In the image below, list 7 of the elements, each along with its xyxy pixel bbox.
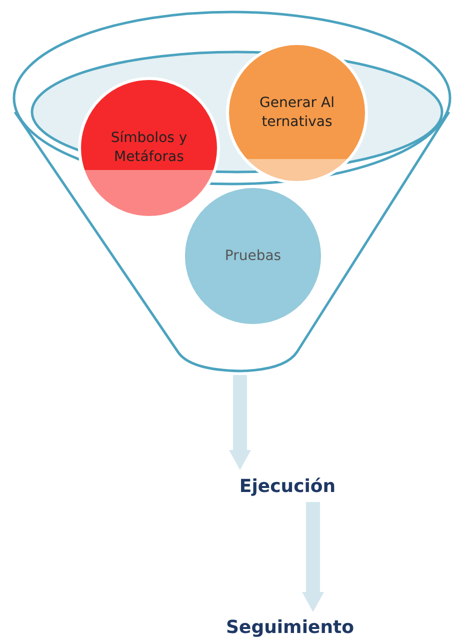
circle-label: Símbolos y Metáforas [110, 129, 188, 167]
step-label: Seguimiento [195, 612, 385, 643]
circle-label: Pruebas [224, 246, 282, 266]
circle-label: Generar Alternativas [258, 94, 336, 132]
block-arrow [229, 375, 251, 470]
step-label: Ejecución [205, 470, 370, 502]
block-arrow [302, 502, 324, 612]
